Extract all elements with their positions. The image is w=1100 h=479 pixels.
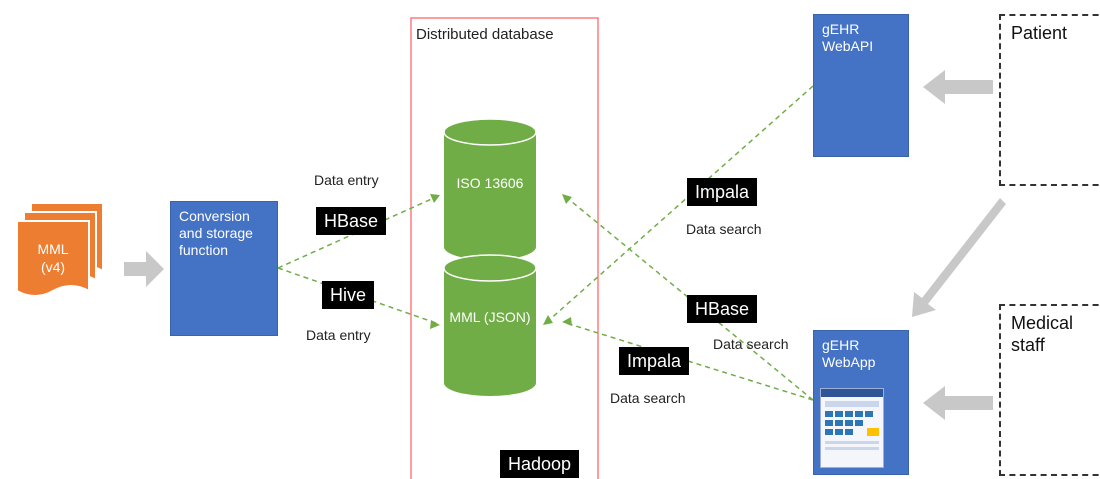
dashed-connectors [277, 85, 814, 401]
hadoop-tag: Hadoop [500, 450, 580, 478]
gray-arrow-patient-to-webapi [923, 70, 993, 104]
patient-box[interactable]: Patient [999, 14, 1100, 186]
impala-top-caption: Data search [686, 221, 762, 237]
conversion-storage-box[interactable]: Conversion and storage function [170, 201, 278, 336]
hive-entry-tag: Hive [322, 281, 375, 309]
thumbnail-grid-icon [825, 401, 879, 450]
conversion-to-iso-line [277, 196, 437, 269]
impala-bottom-tag: Impala [619, 347, 690, 375]
gray-arrow-patient-to-webapp [912, 198, 1006, 317]
gray-arrow-staff-to-webapp [923, 386, 993, 420]
distributed-database-title: Distributed database [416, 26, 554, 43]
webapp-screenshot-thumbnail [820, 388, 884, 468]
conversion-storage-text: Conversion and storage function [179, 208, 253, 258]
webapi-line1: gEHR [822, 21, 860, 37]
mml-doc-label: MML (v4) [17, 240, 89, 276]
hbase-search-tag: HBase [687, 295, 758, 323]
webapp-line1: gEHR [822, 337, 860, 353]
medical-staff-line2: staff [1011, 335, 1045, 355]
cylinder-iso-13606 [443, 118, 537, 260]
distributed-database-frame [410, 17, 599, 479]
impala-bottom-caption: Data search [610, 390, 686, 406]
medical-staff-box[interactable]: Medical staff [999, 304, 1100, 476]
webapi-to-mml-line [546, 85, 814, 323]
iso-13606-label: ISO 13606 [456, 175, 524, 191]
hbase-search-caption: Data search [713, 336, 789, 352]
impala-top-tag: Impala [687, 178, 758, 206]
gray-arrow-mml-to-conversion [124, 251, 164, 287]
hive-entry-caption: Data entry [306, 327, 371, 343]
thumbnail-header [821, 389, 883, 397]
webapp-line2: WebApp [822, 354, 876, 370]
mml-doc-line1: MML [37, 241, 69, 257]
webapp-to-mml-line [565, 322, 814, 401]
mml-json-label: MML (JSON) [449, 309, 531, 325]
gehr-webapi-box[interactable]: gEHR WebAPI [813, 14, 909, 157]
medical-staff-line1: Medical [1011, 313, 1074, 333]
patient-label: Patient [1011, 23, 1068, 43]
webapi-line2: WebAPI [822, 38, 874, 54]
hbase-entry-tag: HBase [316, 207, 387, 235]
gray-arrows-right [912, 70, 1006, 420]
mml-document-icon [16, 202, 104, 297]
cylinder-mml-json [443, 254, 537, 396]
mml-doc-line2: (v4) [40, 259, 66, 275]
dashed-arrowheads [430, 194, 572, 329]
hbase-entry-caption: Data entry [314, 172, 379, 188]
